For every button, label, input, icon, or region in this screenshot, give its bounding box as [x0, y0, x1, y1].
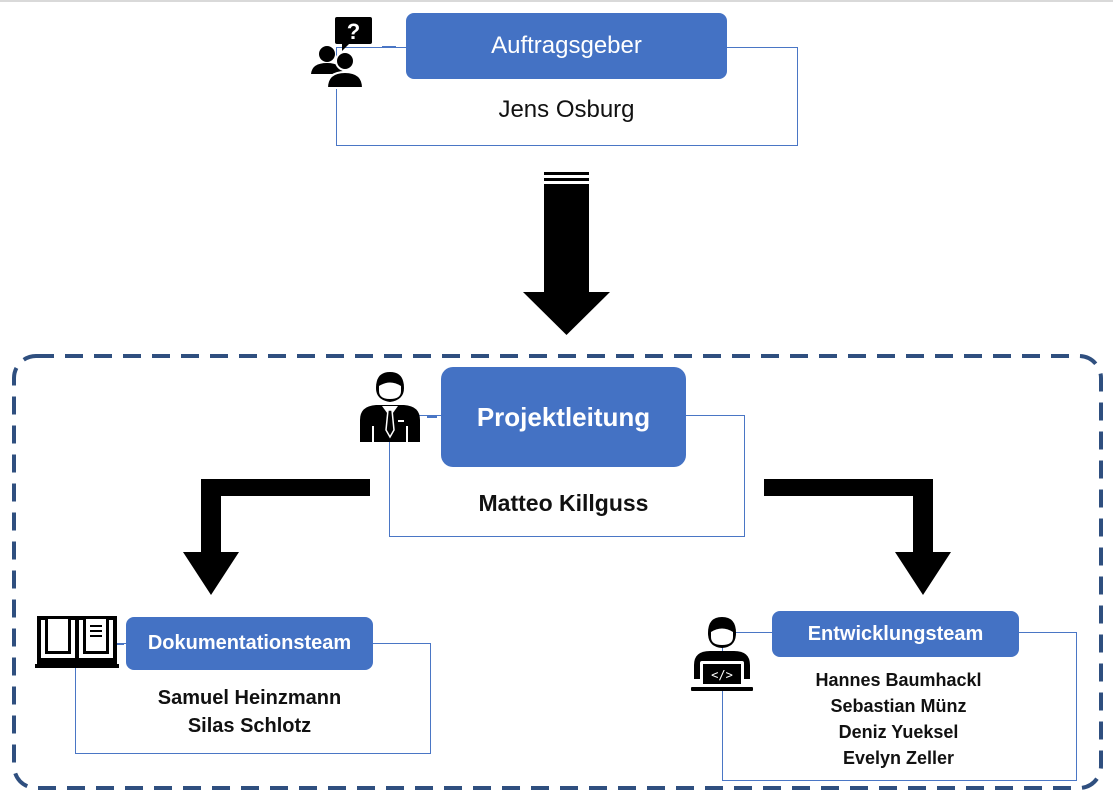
- manager-icon: [360, 372, 420, 442]
- svg-text:</>: </>: [711, 668, 733, 682]
- development-member: Deniz Yueksel: [838, 722, 959, 742]
- development-member: Sebastian Münz: [830, 696, 967, 716]
- development-member: Evelyn Zeller: [842, 748, 955, 768]
- documentation-title: Dokumentationsteam: [147, 632, 352, 654]
- client-title-box: Auftragsgeber: [406, 13, 727, 79]
- lead-icon-connector: [427, 416, 437, 418]
- svg-text:?: ?: [347, 19, 360, 44]
- arrow-left-down-icon: [183, 479, 370, 595]
- client-title: Auftragsgeber: [491, 32, 642, 59]
- documentation-members: Samuel Heinzmann Silas Schlotz: [126, 684, 373, 740]
- development-title: Entwicklungsteam: [807, 622, 984, 645]
- development-members: Hannes Baumhackl Sebastian Münz Deniz Yu…: [772, 667, 1025, 771]
- documentation-member: Samuel Heinzmann: [157, 687, 342, 709]
- documentation-member: Silas Schlotz: [187, 715, 312, 737]
- lead-title-box: Projektleitung: [441, 367, 686, 467]
- development-member: Hannes Baumhackl: [815, 670, 982, 690]
- lead-name: Matteo Killguss: [478, 490, 649, 516]
- development-title-box: Entwicklungsteam: [772, 611, 1019, 657]
- top-border-line: [0, 0, 1113, 2]
- client-question-icon: ?: [311, 17, 372, 89]
- developer-icon: </>: [691, 617, 753, 691]
- documentation-icon-connector: [117, 643, 124, 645]
- arrow-down-icon: [523, 172, 610, 335]
- lead-title: Projektleitung: [476, 401, 651, 432]
- client-icon-connector: [382, 46, 396, 48]
- book-icon: [35, 616, 119, 668]
- documentation-title-box: Dokumentationsteam: [126, 617, 373, 670]
- client-name: Jens Osburg: [498, 96, 635, 123]
- arrow-right-down-icon: [764, 479, 951, 595]
